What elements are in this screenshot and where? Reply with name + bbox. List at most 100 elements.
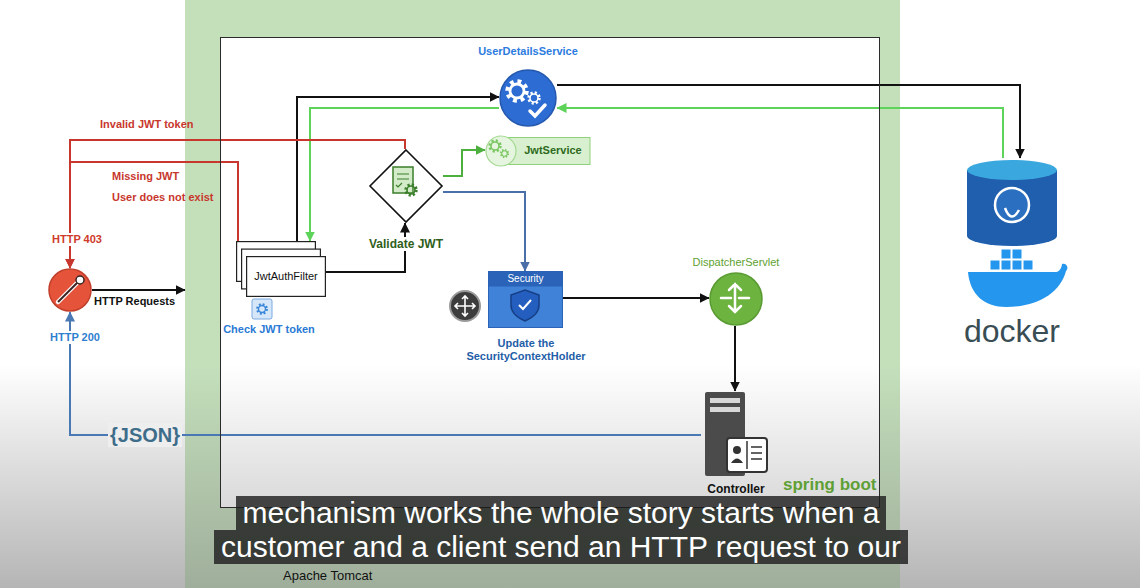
connector [557,108,1003,158]
filter-label: JwtAuthFilter [254,270,318,283]
connector [443,150,485,176]
client-icon-shape [48,268,92,312]
client-icon-shape [49,269,91,311]
decision-diamond-shape [370,150,442,222]
database-icon [967,160,1057,180]
subtitle-text: customer and a client send an HTTP reque… [214,530,908,564]
servlet-circle-shape [709,272,763,326]
docker-label: docker [964,312,1060,350]
shield-icon [519,300,531,309]
service-label: UserDetailsService [478,45,578,58]
server-icon [751,447,762,459]
connector [297,97,499,241]
error-label: User does not exist [112,191,213,204]
move-icon [450,291,480,321]
gear-icon [257,304,266,313]
service-circle-shape [499,69,557,127]
filter-box: JwtAuthFilterCheck JWT token [236,241,326,297]
whale-icon [1001,260,1011,270]
connector [557,85,1020,158]
server-icon [705,392,745,476]
step-label: Check JWT token [223,323,315,336]
database-icon [967,160,1057,246]
client-icon: HTTP 403HTTP 200 [48,268,92,312]
whale-icon [1001,249,1011,259]
router-icon [721,284,749,312]
whale-icon [990,260,1000,270]
gear-icon [490,141,508,157]
client-logo [58,276,84,302]
security-box-shape [489,272,563,287]
subtitle-text: mechanism works the whole story starts w… [236,496,887,530]
document-icon [393,167,413,193]
database-icon [967,170,1057,246]
whale-icon [968,264,1067,307]
client-logo [76,276,84,284]
server-icon [705,392,767,476]
document-icon [393,167,416,195]
edge-label: HTTP Requests [94,295,175,308]
framework-label: spring boot [783,475,876,495]
security-box-shape [489,272,563,328]
database-icon [995,188,1029,222]
connector [70,162,238,268]
servlet-circle-shape [710,273,762,325]
server-icon [731,459,743,464]
filter-box-shape [236,241,326,297]
connector [443,192,525,271]
gear-icon [529,93,540,104]
connector [563,297,709,299]
subtitle-row: mechanism works the whole story starts w… [0,496,1122,530]
client-logo [58,281,79,302]
gear-icon [508,82,545,116]
service-box-shape [486,136,516,166]
gear-icon [252,299,272,319]
whale-icon [1012,260,1022,270]
server-icon [727,438,767,472]
container-fill [185,0,900,588]
servlet-circle: DispatcherServlet [709,272,763,326]
application-frame: spring bootUserDetailsServiceJwtServiceV… [220,37,880,508]
subtitle-area: mechanism works the whole story starts w… [0,496,1122,564]
database-icon: docker [955,158,1070,350]
server-icon [746,441,748,469]
status-code: HTTP 403 [50,233,104,246]
security-box: SecurityUpdate the SecurityContextHolder [488,271,563,328]
shield-icon [511,290,539,321]
whale-icon [1023,260,1033,270]
container-label: Apache Tomcat [283,568,372,584]
document-icon [406,185,417,196]
whale-icon [968,249,1067,307]
controller-label: Controller [707,482,764,496]
header-label: Security [507,273,543,285]
move-icon [455,296,475,316]
subtitle-row: customer and a client send an HTTP reque… [0,530,1122,564]
connector [70,312,701,435]
gear-icon [508,82,526,100]
status-code: HTTP 200 [48,331,102,344]
controller-icon: Controller [701,391,771,479]
gear-icon [490,141,501,152]
document-icon [396,183,402,187]
connector [92,289,185,291]
step-label: Update the SecurityContextHolder [451,337,601,363]
database-icon [1005,208,1019,217]
decision-label: Validate JWT [367,237,445,251]
shield-icon [511,290,539,321]
connector [310,108,499,241]
gear-icon [530,105,545,116]
whale-icon [1012,249,1022,259]
client-logo [58,281,79,302]
decision-diamond: Validate JWT [369,149,443,223]
server-icon [710,398,740,403]
connector [734,326,736,391]
gear-icon [501,150,508,157]
server-icon [733,446,741,454]
router-icon [721,284,749,312]
payload-label: {JSON} [108,423,182,447]
servlet-label: DispatcherServlet [693,256,780,269]
service-circle-shape [500,70,556,126]
service-label: JwtService [524,144,581,157]
